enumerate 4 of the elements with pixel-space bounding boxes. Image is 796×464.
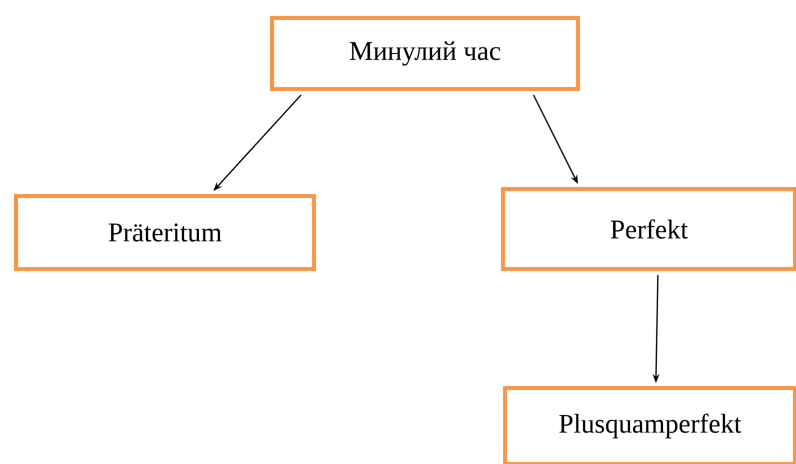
term-box: Plusquamperfekt xyxy=(503,386,796,464)
term-box: Perfekt xyxy=(501,187,796,271)
term-box: Минулий час xyxy=(270,16,580,91)
term-box: Präteritum xyxy=(14,194,316,271)
